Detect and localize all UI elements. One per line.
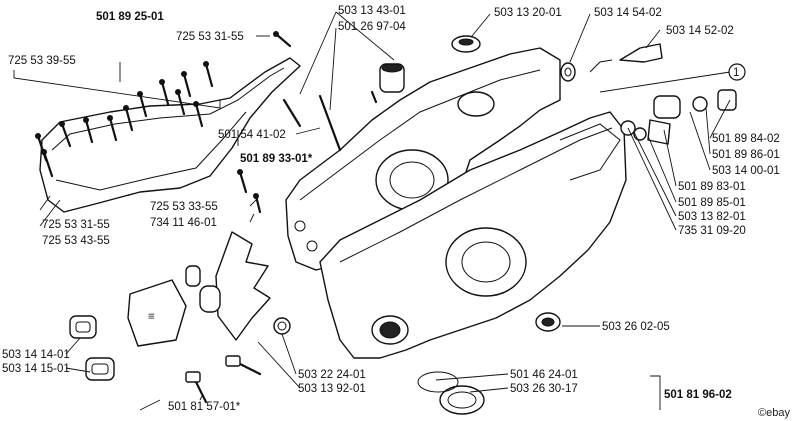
chain-catcher: ≡ [127, 279, 187, 347]
bushing [185, 265, 221, 313]
svg-text:≡: ≡ [148, 311, 155, 323]
label-503145202: 503 14 52-02 [666, 25, 734, 37]
callout-number: 1 [733, 67, 739, 79]
label-501898402: 501 89 84-02 [712, 133, 780, 145]
label-501544102: 501 54 41-02 [218, 129, 286, 141]
label-501898501: 501 89 85-01 [678, 197, 746, 209]
bottom-bolts [185, 355, 262, 404]
watermark: ©ebay [758, 407, 790, 419]
label-503145402: 503 14 54-02 [594, 7, 662, 19]
rubber-buffers [69, 315, 115, 381]
guide-plate [215, 231, 271, 341]
label-501462401: 501 46 24-01 [510, 369, 578, 381]
label-501815701: 501 81 57-01* [168, 401, 241, 413]
label-725533955: 725 53 39-55 [8, 55, 76, 67]
label-503132001: 503 13 20-01 [494, 7, 562, 19]
label-503141401: 503 14 14-01 [2, 349, 70, 361]
middle-screws [237, 169, 262, 214]
label-503134301: 503 13 43-01 [338, 5, 406, 17]
label-725533155-bot: 725 53 31-55 [42, 219, 110, 231]
label-503141501: 503 14 15-01 [2, 363, 70, 375]
label-503139201: 503 13 92-01 [298, 383, 366, 395]
label-503263017: 503 26 30-17 [510, 383, 578, 395]
tank-cap [417, 371, 485, 415]
label-503222401: 503 22 24-01 [298, 369, 366, 381]
label-725534355: 725 53 43-55 [42, 235, 110, 247]
label-501819602: 501 81 96-02 [664, 389, 732, 401]
label-501269704: 501 26 97-04 [338, 21, 406, 33]
callout-marker: 1 [728, 63, 746, 81]
top-parts [282, 35, 663, 152]
label-501893301: 501 89 33-01* [240, 153, 313, 165]
lower-crankcase [319, 111, 627, 359]
gasket-screws [35, 31, 292, 178]
cover-gasket [39, 57, 301, 213]
label-503140001: 503 14 00-01 [712, 165, 780, 177]
label-725533355: 725 53 33-55 [150, 201, 218, 213]
part-labels: 501 89 25-01 725 53 31-55 725 53 39-55 5… [2, 5, 780, 413]
seal-ring [535, 312, 561, 332]
label-503138201: 503 13 82-01 [678, 211, 746, 223]
label-501898601: 501 89 86-01 [712, 149, 780, 161]
label-725533155-top: 725 53 31-55 [176, 31, 244, 43]
right-side-parts [620, 89, 737, 145]
nut-washer [273, 317, 291, 335]
label-501892501: 501 89 25-01 [96, 11, 164, 23]
leader-lines [13, 11, 731, 411]
label-503260205: 503 26 02-05 [602, 321, 670, 333]
label-735310920: 735 31 09-20 [678, 225, 746, 237]
label-501898301: 501 89 83-01 [678, 181, 746, 193]
label-734114601: 734 11 46-01 [150, 217, 217, 229]
